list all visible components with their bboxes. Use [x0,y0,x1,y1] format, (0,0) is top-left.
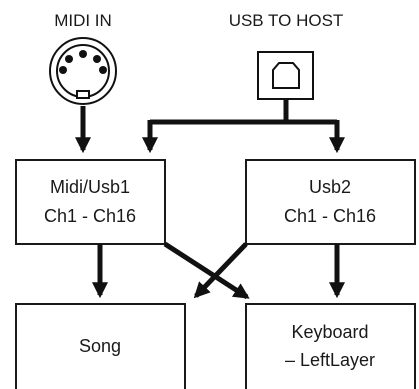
box-keyboard-line2: – LeftLayer [285,350,375,370]
box-keyboard: Keyboard – LeftLayer [245,303,416,389]
box-song: Song [15,303,186,389]
midi-in-label: MIDI IN [54,11,112,30]
box-keyboard-line1: Keyboard [291,322,368,342]
usb-b-connector-icon [257,51,314,100]
arrow-midi-usb1-to-keyboard [163,241,250,300]
box-usb2-line2: Ch1 - Ch16 [284,206,376,226]
box-song-line1: Song [79,336,121,356]
box-midi-usb1: Midi/Usb1 Ch1 - Ch16 [15,159,166,245]
box-usb2-line1: Usb2 [309,177,351,197]
midi-din-connector-icon [49,37,117,105]
box-usb2: Usb2 Ch1 - Ch16 [245,159,416,245]
box-midi-usb1-line2: Ch1 - Ch16 [44,206,136,226]
usb-to-host-label: USB TO HOST [229,11,344,30]
box-midi-usb1-line1: Midi/Usb1 [50,177,130,197]
usb-splitter-line [150,99,337,125]
arrow-usb2-to-song [193,242,248,299]
